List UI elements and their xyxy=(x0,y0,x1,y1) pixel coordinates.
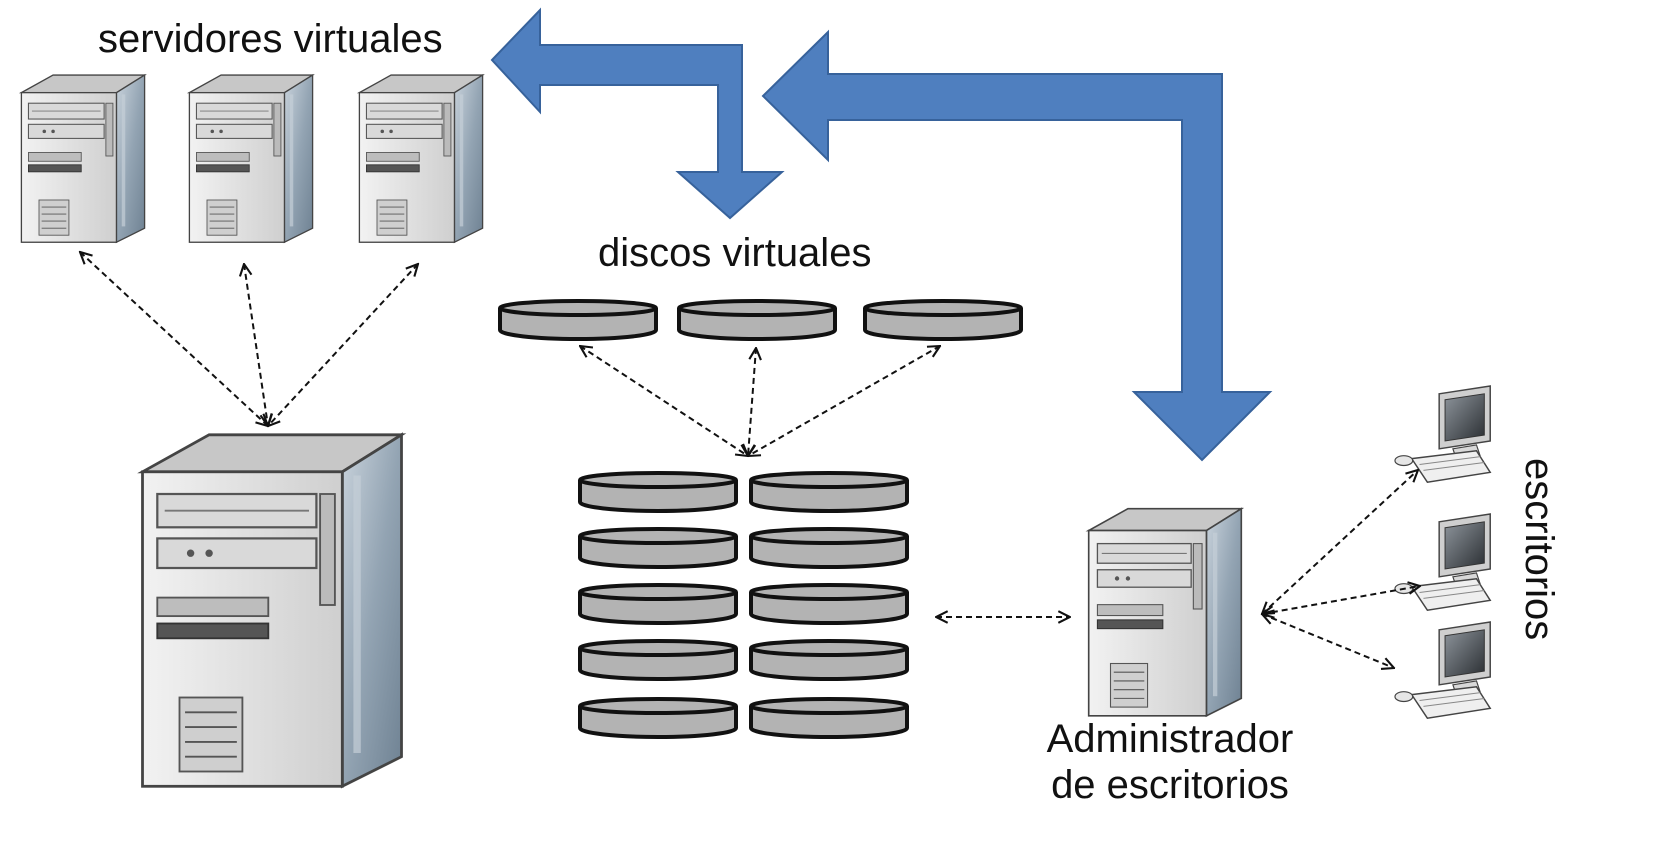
disk-cylinder-icon xyxy=(749,583,909,625)
virtual-server-icon xyxy=(358,74,484,243)
disk-cylinder-icon xyxy=(749,527,909,569)
label-virtual-disks: discos virtuales xyxy=(598,231,872,275)
disk-cylinder-icon xyxy=(749,639,909,681)
virtual-server-icon xyxy=(20,74,146,243)
virtual-disk-icon xyxy=(863,299,1023,341)
link-server3-physical xyxy=(268,264,418,426)
link-admin-desktop2 xyxy=(1262,586,1420,614)
disk-cylinder-icon xyxy=(578,471,738,513)
link-vdisk1-array xyxy=(580,346,748,456)
virtual-disk-icon xyxy=(498,299,658,341)
link-admin-desktop1 xyxy=(1262,470,1418,614)
label-virtual-servers: servidores virtuales xyxy=(98,17,443,61)
desktop-computer-icon xyxy=(1394,385,1491,483)
disk-cylinder-icon xyxy=(578,697,738,739)
label-desktop-admin-line1: Administrador xyxy=(1046,717,1294,761)
disk-cylinder-icon xyxy=(578,527,738,569)
virtual-disk-icon xyxy=(677,299,837,341)
link-server2-physical xyxy=(244,264,268,426)
link-vdisk2-array xyxy=(748,348,756,456)
virtual-server-icon xyxy=(188,74,314,243)
desktop-computer-icon xyxy=(1394,621,1491,719)
storage-array xyxy=(578,471,909,739)
link-vdisk3-array xyxy=(748,346,940,456)
disk-cylinder-icon xyxy=(578,583,738,625)
label-desktops: escritorios xyxy=(1517,458,1561,641)
link-server1-physical xyxy=(80,252,268,426)
arrow-servers-to-disks xyxy=(490,7,785,220)
disk-cylinder-icon xyxy=(578,639,738,681)
desktop-admin-server-icon xyxy=(1087,507,1243,717)
physical-server-icon xyxy=(141,433,403,788)
link-admin-desktop3 xyxy=(1262,614,1394,668)
label-desktop-admin-line2: de escritorios xyxy=(1051,763,1289,807)
disk-cylinder-icon xyxy=(749,471,909,513)
disk-cylinder-icon xyxy=(749,697,909,739)
desktop-computer-icon xyxy=(1394,513,1491,611)
label-desktop-admin: Administrador de escritorios xyxy=(1030,716,1310,808)
arrow-admin-to-servers xyxy=(761,29,1273,462)
